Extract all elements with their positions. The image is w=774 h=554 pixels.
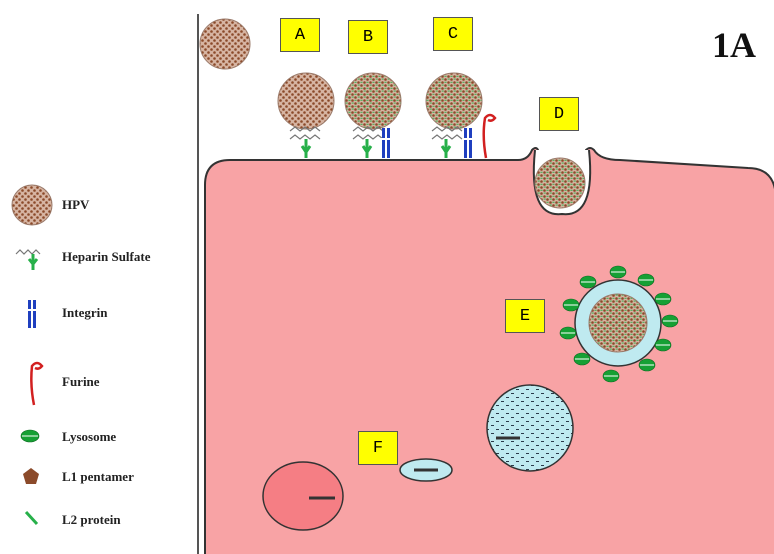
heparin-stalk-b xyxy=(363,139,371,158)
legend-label-l2: L2 protein xyxy=(62,512,121,528)
stage-label-d: D xyxy=(539,97,579,131)
legend-heparin-icon xyxy=(16,250,40,270)
legend-label-lysosome: Lysosome xyxy=(62,429,116,445)
legend-label-furine: Furine xyxy=(62,374,100,390)
nucleus xyxy=(263,462,343,530)
integrin-c1 xyxy=(464,128,467,158)
stage-label-f: F xyxy=(358,431,398,465)
hpv-virion-a xyxy=(278,73,334,129)
hpv-virion-c xyxy=(426,73,482,129)
integrin-b2 xyxy=(387,128,390,158)
heparin-sulfate-c2 xyxy=(432,135,462,139)
hpv-virion-d xyxy=(535,158,585,208)
stage-label-b: B xyxy=(348,20,388,54)
stage-c-group xyxy=(426,73,495,158)
heparin-sulfate-a2 xyxy=(290,135,320,139)
stage-b-group xyxy=(345,73,401,158)
legend-lysosome-icon xyxy=(21,430,39,442)
figure-label: 1A xyxy=(712,24,756,66)
legend-hpv-icon xyxy=(12,185,52,225)
integrin-c-bands xyxy=(463,138,473,140)
legend-label-hpv: HPV xyxy=(62,197,89,213)
hpv-virion-b xyxy=(345,73,401,129)
legend-label-l1: L1 pentamer xyxy=(62,469,134,485)
integrin-b1 xyxy=(382,128,385,158)
legend xyxy=(12,185,52,524)
stage-label-c: C xyxy=(433,17,473,51)
stage-a-group xyxy=(278,73,334,158)
heparin-stalk-c xyxy=(442,139,450,158)
legend-l1-pentamer-icon xyxy=(23,468,39,484)
integrin-c2 xyxy=(469,128,472,158)
legend-furine-icon xyxy=(31,363,42,405)
heparin-stalk-a xyxy=(302,139,310,158)
hpv-virion-e xyxy=(589,294,647,352)
legend-label-heparin: Heparin Sulfate xyxy=(62,249,150,265)
stage-label-a: A xyxy=(280,18,320,52)
legend-l2-protein-icon xyxy=(26,512,37,524)
stage-label-e: E xyxy=(505,299,545,333)
heparin-sulfate-b2 xyxy=(353,135,383,139)
hpv-virion-free xyxy=(200,19,250,69)
disassembled-capsid-vesicle xyxy=(487,385,573,471)
legend-integrin-icon xyxy=(27,300,37,328)
integrin-b-bands xyxy=(381,138,391,140)
furine-c xyxy=(484,115,495,158)
legend-label-integrin: Integrin xyxy=(62,305,108,321)
